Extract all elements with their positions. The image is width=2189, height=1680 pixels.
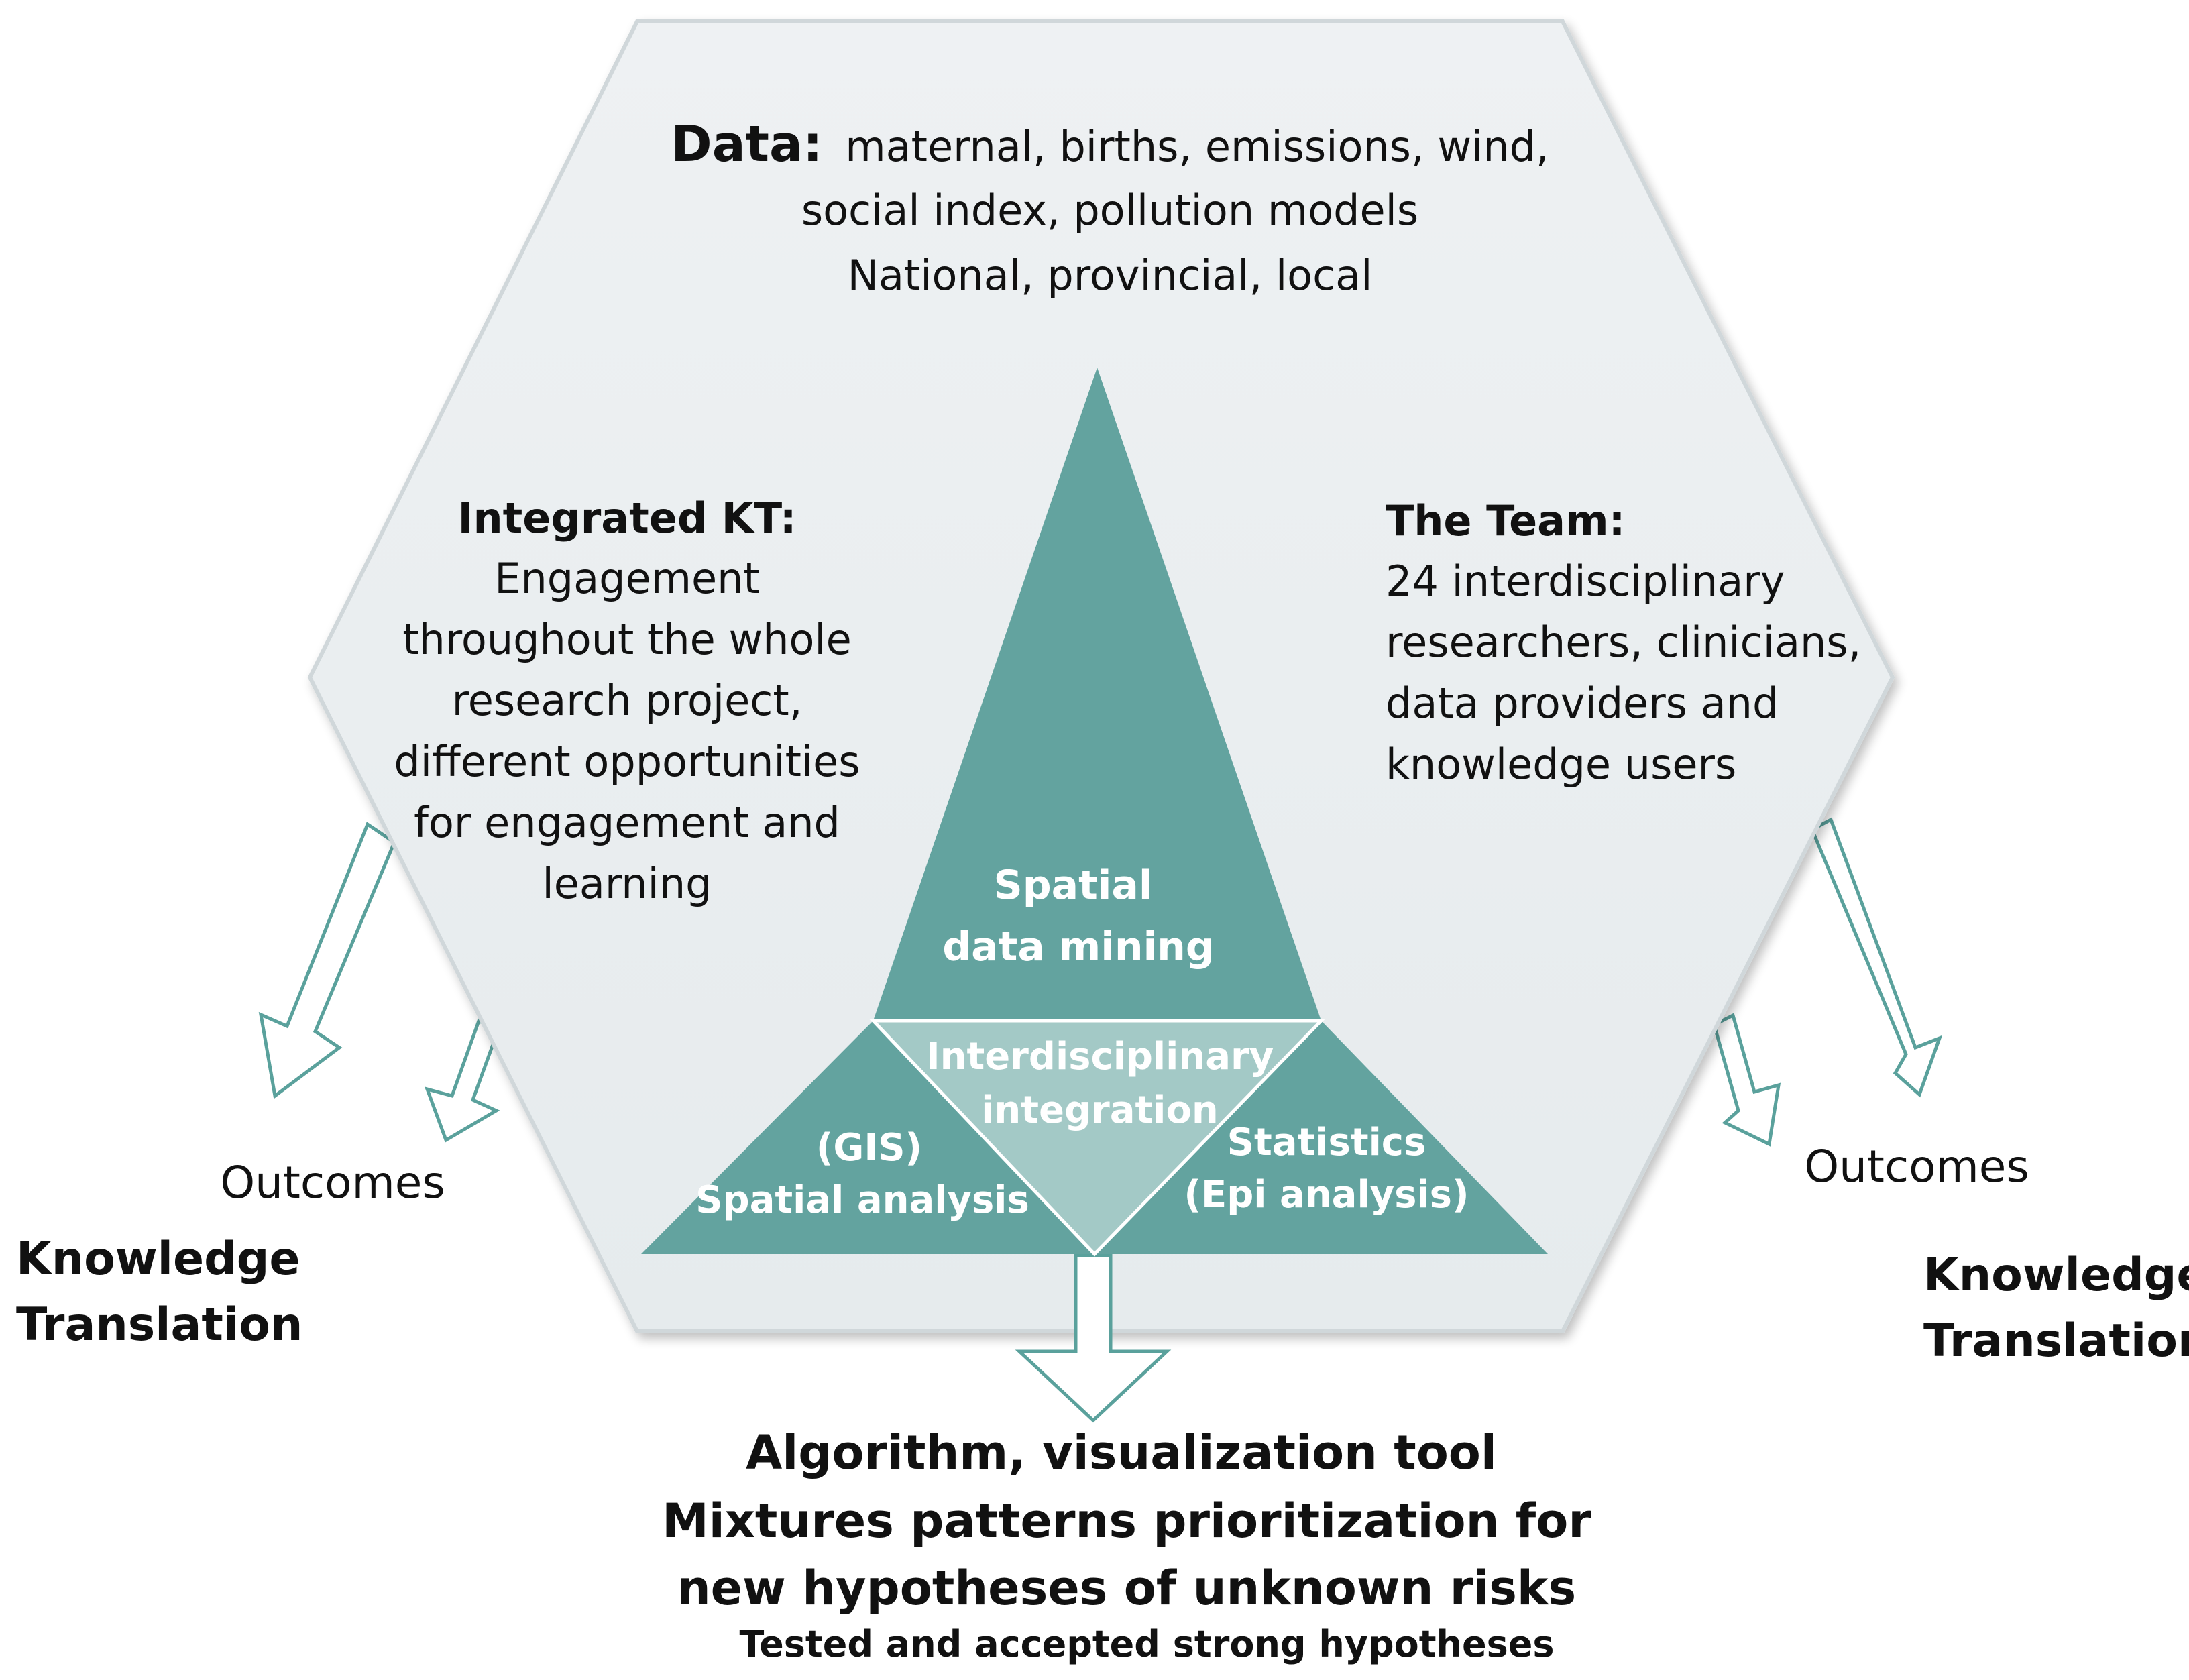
data-line2: social index, pollution models [801,186,1418,235]
results-block: Algorithm, visualization tool Mixtures p… [662,1425,1591,1665]
interdisciplinary-integration-triangle [869,1019,1325,1257]
gis-spatial-analysis-label: (GIS) [816,1126,922,1170]
results-arrow-down [1015,1253,1172,1423]
methods-triangle [641,368,1548,1257]
outcome-arrow-left-inner [424,1018,500,1143]
outcomes-right-label: Outcomes [1804,1141,2029,1192]
integrated-kt-heading: Integrated KT: [457,494,796,543]
gis-spatial-analysis-triangle [641,1021,1094,1254]
data-block: Data: maternal, births, emissions, wind,… [671,115,1549,300]
integrated-kt-block: Integrated KT: Engagement throughout the… [394,494,860,908]
statistics-label: Statistics [1227,1121,1426,1164]
integrated-kt-line: learning [543,859,712,908]
gis-spatial-analysis-label: Spatial analysis [695,1178,1029,1222]
data-label: Data: [671,115,822,173]
outcomes-left-label: Outcomes [220,1157,445,1209]
hollow-arrow-icon [1015,1253,1172,1423]
spatial-data-mining-label: Spatial [994,862,1153,909]
statistics-label: (Epi analysis) [1184,1173,1469,1217]
outcome-arrow-left-outer [258,822,397,1099]
integrated-kt-line: different opportunities [394,737,860,786]
results-line: Tested and accepted strong hypotheses [739,1623,1554,1665]
spatial-data-mining-label: data mining [942,923,1215,970]
team-block: The Team: 24 interdisciplinary researche… [1386,496,1861,789]
integrated-kt-line: for engagement and [414,798,840,847]
integrated-kt-line: research project, [452,676,803,725]
spatial-data-mining-triangle [873,368,1321,1021]
data-line3: National, provincial, local [848,251,1373,300]
results-line: Mixtures patterns prioritization for [662,1494,1591,1549]
interdisciplinary-integration-label: integration [981,1088,1219,1132]
outcome-arrow-right-inner [1712,1013,1781,1147]
svg-text:Data: maternal, births,: Data: maternal, births, emissions, wind, [671,115,1549,173]
integrated-kt-line: throughout the whole [402,615,852,664]
integrated-kt-line: Engagement [494,554,759,603]
knowledge-translation-right: Knowledge [1923,1249,2189,1302]
results-line: new hypotheses of unknown risks [677,1561,1576,1616]
hollow-arrow-icon [258,822,397,1099]
interdisciplinary-integration-label: Interdisciplinary [926,1035,1274,1078]
hollow-arrow-icon [424,1018,500,1143]
team-line: knowledge users [1386,740,1736,789]
statistics-triangle [1094,1021,1548,1254]
outcome-arrow-right-outer [1809,817,1943,1098]
knowledge-translation-right: Translation [1923,1314,2189,1367]
knowledge-translation-left: Translation [16,1298,302,1351]
team-line: 24 interdisciplinary [1386,557,1785,606]
results-line: Algorithm, visualization tool [746,1425,1497,1480]
team-heading: The Team: [1386,496,1625,545]
team-line: data providers and [1386,679,1779,728]
knowledge-translation-left: Knowledge [16,1233,300,1286]
hollow-arrow-icon [1712,1013,1781,1147]
hollow-arrow-icon [1809,817,1943,1098]
data-line1: maternal, births, emissions, wind, [845,122,1549,171]
team-line: researchers, clinicians, [1386,618,1861,667]
